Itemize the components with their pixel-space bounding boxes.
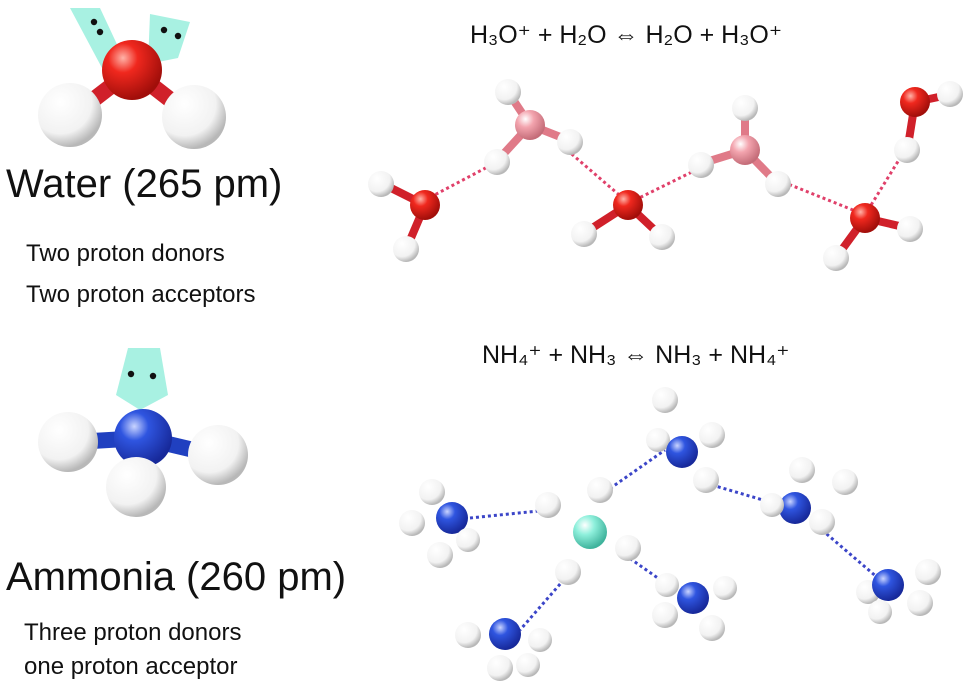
hydrogen-bond (566, 148, 626, 202)
hydrogen-atom (38, 412, 98, 472)
nitrogen-atom (779, 492, 811, 524)
hydrogen-atom (106, 457, 166, 517)
oxygen-atom (613, 190, 643, 220)
hydrogen-bond (518, 574, 570, 631)
ammonia-line1: Three proton donors (24, 619, 242, 646)
water-molecule (38, 8, 226, 149)
oxygen-atom (102, 40, 162, 100)
hydrogen-bond (469, 508, 549, 520)
oxygen-atom (900, 87, 930, 117)
nitrogen-atom (666, 436, 698, 468)
ammonia-line2: one proton acceptor (24, 653, 238, 680)
ammonia-molecule (38, 348, 248, 517)
hydronium-oxygen (730, 135, 760, 165)
hydrogen-bond (604, 448, 666, 494)
hydrogen-bond (821, 528, 879, 580)
oxygen-atom (410, 190, 440, 220)
water-title: Water (265 pm) (6, 162, 283, 206)
hydrogen-bond (634, 166, 701, 202)
lone-pair-lobe (116, 348, 168, 410)
hydrogen-atom (162, 85, 226, 149)
nitrogen-atom (489, 618, 521, 650)
hydrogen-atom (38, 83, 102, 147)
ammonia-equation: NH₄⁺ + NH₃ ⇔ NH₃ + NH₄⁺ (482, 341, 790, 369)
water-line1: Two proton donors (26, 240, 225, 267)
water-equation: H₃O⁺ + H₂O ⇔ H₂O + H₃O⁺ (470, 21, 783, 49)
hydrogen-bond (777, 178, 859, 214)
ammonium-nitrogen (573, 515, 607, 549)
water-line2: Two proton acceptors (26, 281, 256, 308)
oxygen-atom (850, 203, 880, 233)
ammonia-title: Ammonia (260 pm) (6, 555, 347, 599)
water-chain (368, 79, 963, 271)
nitrogen-atom (677, 582, 709, 614)
lone-pair-lobe (148, 14, 190, 64)
hydronium-oxygen (515, 110, 545, 140)
nitrogen-atom (436, 502, 468, 534)
hydrogen-bond (424, 161, 496, 202)
nitrogen-atom (114, 409, 172, 467)
nitrogen-atom (872, 569, 904, 601)
ammonia-chain (399, 387, 941, 681)
hydrogen-atom (188, 425, 248, 485)
